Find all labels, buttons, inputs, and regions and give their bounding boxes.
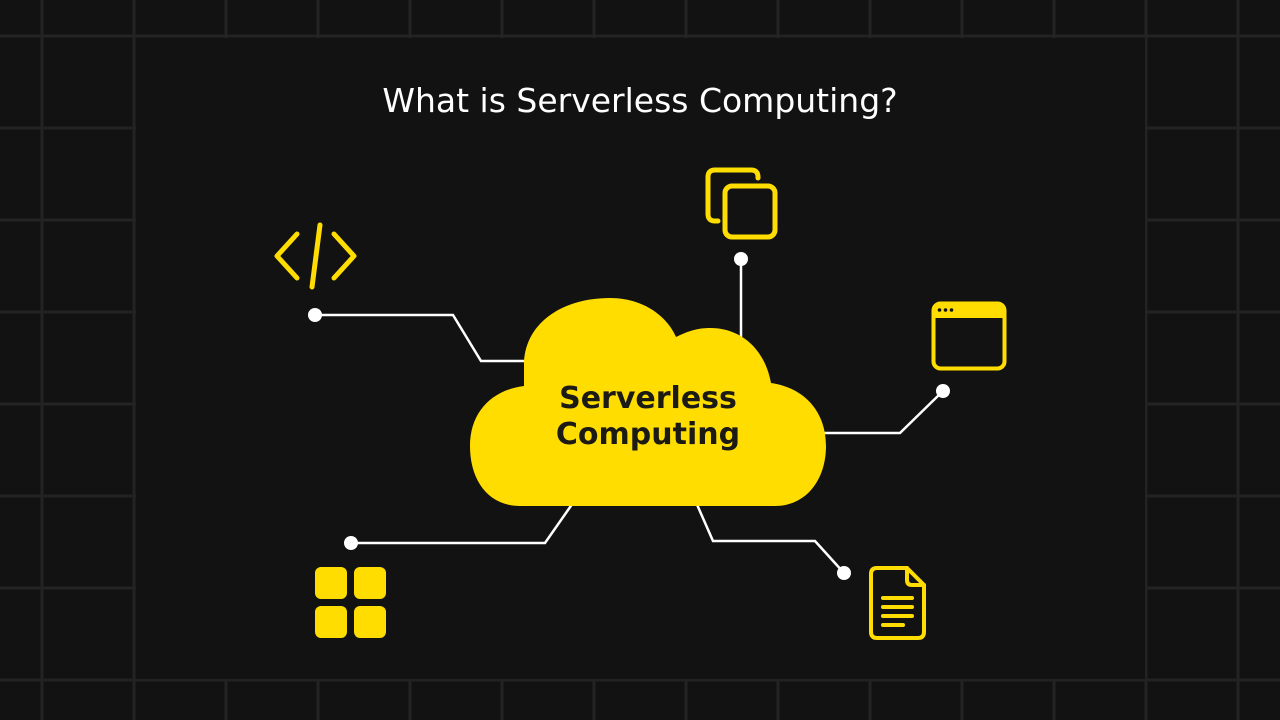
copy-icon [705, 167, 778, 240]
cloud-label-line2: Computing [555, 417, 741, 452]
connector-document [693, 499, 845, 574]
page-title: What is Serverless Computing? [382, 81, 898, 120]
connector-grid [351, 499, 577, 545]
browser-window-icon [931, 301, 1007, 371]
connector-browser [820, 390, 944, 435]
cloud-label-line1: Serverless [559, 381, 737, 416]
app-grid-icon [315, 567, 386, 638]
connector-dot-copy [734, 252, 748, 266]
connector-dot-browser [936, 384, 950, 398]
cloud-shape [470, 298, 826, 506]
code-brackets-icon [274, 222, 357, 290]
connector-dot-document [837, 566, 851, 580]
connector-dot-grid [344, 536, 358, 550]
connector-code [315, 313, 530, 363]
connector-dot-code [308, 308, 322, 322]
cloud-label: Serverless Computing [470, 381, 826, 453]
document-icon [869, 566, 926, 640]
